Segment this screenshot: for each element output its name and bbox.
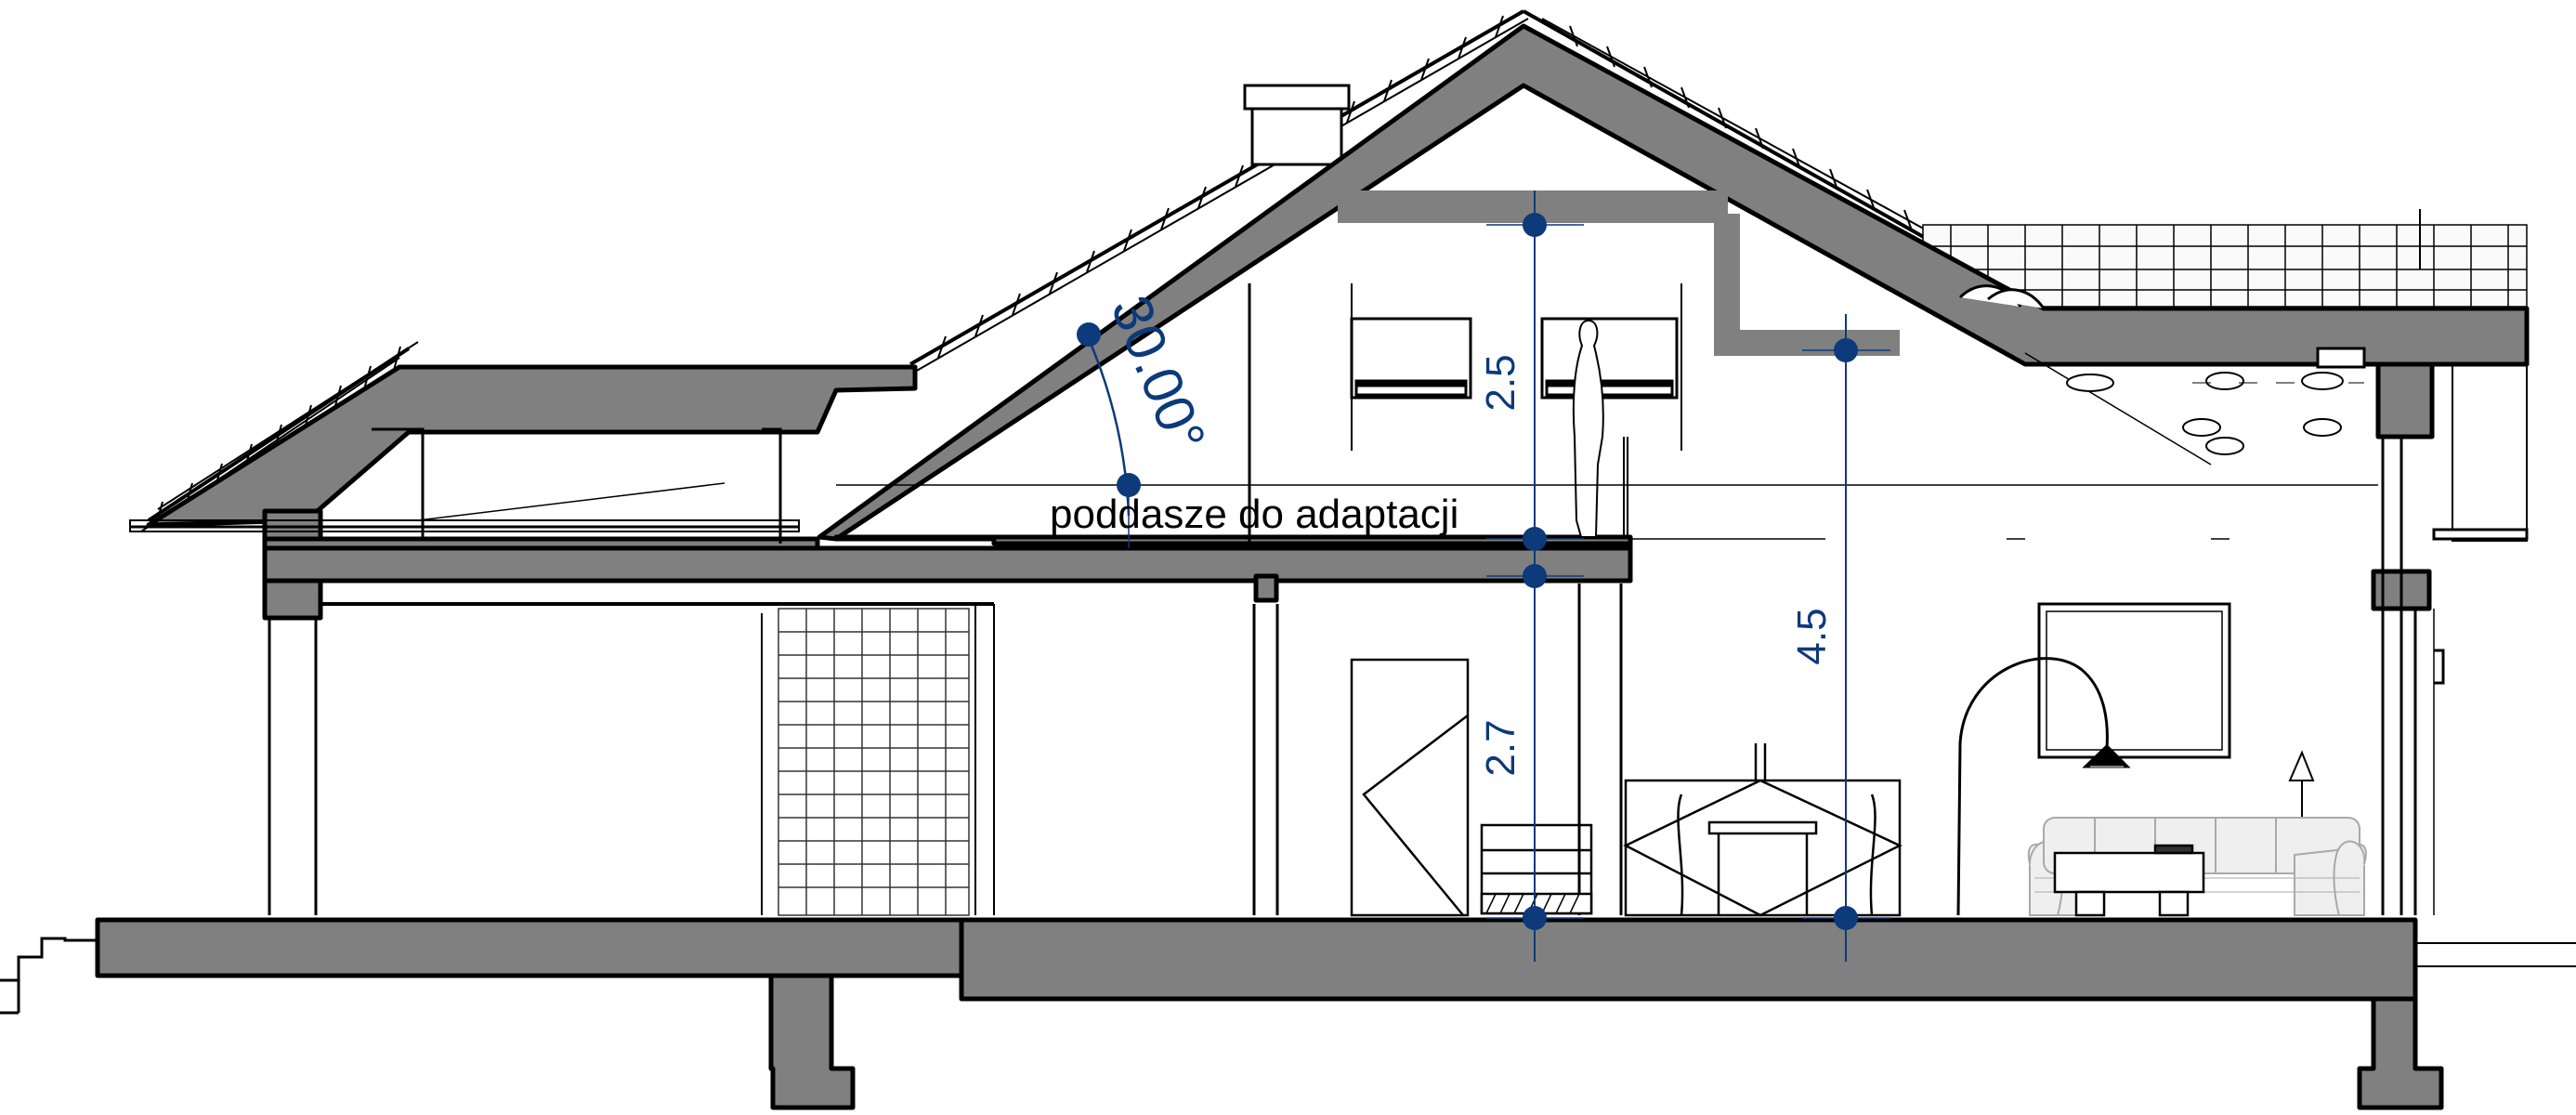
coffee-table-icon <box>2053 844 2205 917</box>
human-figure-icon <box>1572 319 1628 538</box>
ceiling-lights <box>2066 372 2364 455</box>
door-icon <box>1350 658 1470 917</box>
dining-table-icon <box>1623 743 1903 917</box>
staircase-icon <box>1480 823 1593 915</box>
chimney-icon <box>1243 84 1351 166</box>
dimension-living-room-height: 4.5 <box>1789 608 1835 664</box>
garage <box>268 482 995 915</box>
room-label: poddasze do adaptacji <box>1050 492 1458 537</box>
exterior-steps <box>0 937 2576 1015</box>
dimension-nodes <box>1077 213 1858 930</box>
dimension-attic-height: 2.5 <box>1478 354 1523 411</box>
roof-angle-label: 30.00° <box>1099 287 1217 461</box>
wall-picture-icon <box>2037 602 2231 759</box>
garage-door <box>778 608 970 916</box>
attic-lines <box>836 352 2378 540</box>
structure <box>95 23 2530 1110</box>
arc-floor-lamp-icon <box>1956 657 2131 916</box>
eave-details <box>129 284 2529 544</box>
dimension-ground-floor-height: 2.7 <box>1478 719 1523 776</box>
interior-walls <box>1248 283 2445 915</box>
